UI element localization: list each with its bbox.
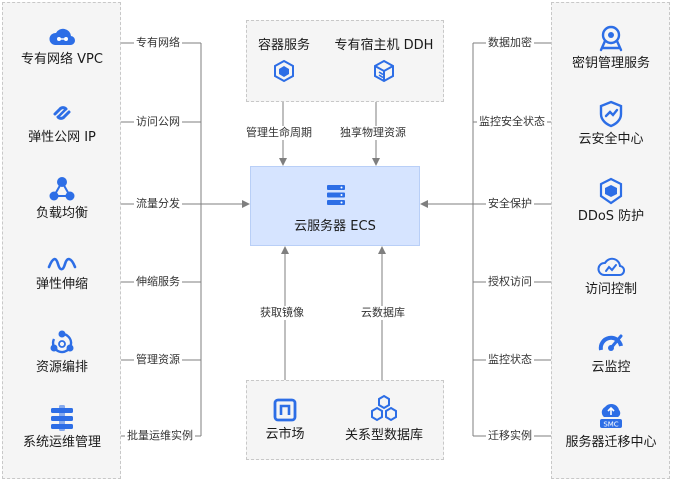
wave-icon: [47, 257, 77, 271]
edge-label-sas: 监控安全状态: [477, 115, 547, 129]
node-smc-label: 服务器迁移中心: [565, 435, 657, 450]
shield-check-icon: [599, 100, 623, 128]
key-badge-icon: [599, 25, 623, 52]
node-ddos-label: DDoS 防护: [577, 209, 645, 224]
edge-label-container: 管理生命周期: [244, 126, 314, 140]
monitor-gauge-icon: [598, 334, 623, 351]
edge-label-ddh: 独享物理资源: [338, 126, 408, 140]
cloud-access-icon: [597, 257, 626, 276]
edge-label-kms: 数据加密: [486, 36, 534, 50]
node-ros[interactable]: 资源编排: [4, 330, 120, 376]
node-eip[interactable]: 弹性公网 IP: [4, 100, 120, 146]
ecs-node[interactable]: 云服务器 ECS: [250, 166, 420, 246]
edge-label-market: 获取镜像: [258, 306, 306, 320]
container-cube-icon: [274, 59, 294, 83]
node-ros-label: 资源编排: [35, 360, 88, 375]
edge-label-cms: 监控状态: [486, 353, 534, 367]
smc-cloud-icon: SMC: [600, 403, 622, 429]
edge-label-oos: 批量运维实例: [125, 429, 195, 443]
edge-label-ram: 授权访问: [486, 275, 534, 289]
ecs-label: 云服务器 ECS: [294, 219, 376, 234]
node-sas-label: 云安全中心: [578, 132, 644, 147]
node-ess-label: 弹性伸缩: [35, 277, 88, 292]
node-market[interactable]: 云市场: [255, 397, 315, 443]
edge-label-smc: 迁移实例: [486, 429, 534, 443]
edge-label-ddos: 安全保护: [486, 197, 534, 211]
node-container-label: 容器服务: [257, 38, 310, 53]
node-ram[interactable]: 访问控制: [553, 256, 669, 298]
cloud-network-icon: [49, 28, 76, 46]
node-rds[interactable]: 关系型数据库: [334, 394, 434, 444]
node-eip-label: 弹性公网 IP: [28, 130, 96, 145]
database-hex-icon: [371, 394, 397, 422]
market-icon: [273, 398, 297, 422]
svg-text:SMC: SMC: [603, 421, 618, 429]
node-cms-label: 云监控: [591, 360, 631, 375]
node-slb[interactable]: 负载均衡: [4, 176, 120, 222]
orchestration-icon: [50, 330, 74, 354]
node-ram-label: 访问控制: [584, 282, 637, 297]
server-stack-icon: [327, 185, 345, 205]
node-oos-label: 系统运维管理: [22, 435, 101, 450]
node-ess[interactable]: 弹性伸缩: [4, 255, 120, 293]
node-ddh-label: 专有宿主机 DDH: [334, 38, 434, 53]
node-oos[interactable]: 系统运维管理: [4, 405, 120, 451]
node-slb-label: 负载均衡: [35, 206, 88, 221]
left-panel: [2, 2, 121, 479]
load-balancer-icon: [49, 177, 75, 201]
node-kms-label: 密钥管理服务: [571, 56, 650, 71]
edge-label-slb: 流量分发: [134, 197, 182, 211]
node-ddh[interactable]: 专有宿主机 DDH: [328, 38, 440, 87]
node-market-label: 云市场: [265, 427, 305, 442]
node-container[interactable]: 容器服务: [252, 38, 316, 87]
right-panel: [551, 2, 670, 479]
link-icon: [53, 106, 71, 120]
top-panel: [246, 20, 444, 102]
node-cms[interactable]: 云监控: [553, 332, 669, 376]
node-kms[interactable]: 密钥管理服务: [553, 24, 669, 72]
node-vpc[interactable]: 专有网络 VPC: [4, 26, 120, 68]
edge-label-vpc: 专有网络: [134, 36, 182, 50]
node-sas[interactable]: 云安全中心: [553, 100, 669, 148]
host-cube-icon: [374, 59, 394, 83]
edge-label-ros: 管理资源: [134, 353, 182, 367]
edge-label-rds: 云数据库: [359, 306, 407, 320]
node-vpc-label: 专有网络 VPC: [21, 52, 103, 67]
edge-label-eip: 访问公网: [134, 115, 182, 129]
edge-label-ess: 伸缩服务: [134, 275, 182, 289]
ddos-shield-icon: [599, 177, 623, 205]
ops-icon: [51, 405, 73, 431]
node-smc[interactable]: SMC 服务器迁移中心: [553, 403, 669, 451]
node-rds-label: 关系型数据库: [344, 428, 423, 443]
node-ddos[interactable]: DDoS 防护: [553, 177, 669, 225]
